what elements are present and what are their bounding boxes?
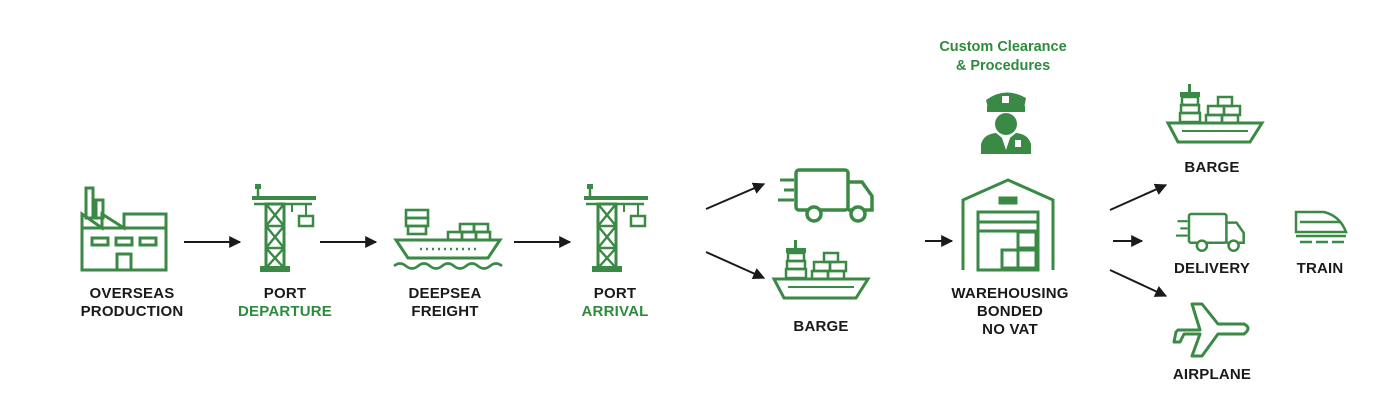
label-out-airplane: AIRPLANE xyxy=(1152,366,1272,384)
factory-icon xyxy=(80,186,168,272)
label-line: PORT xyxy=(263,285,307,302)
cargo-ship-icon xyxy=(393,208,503,270)
label-line: BARGE xyxy=(1184,159,1240,176)
arrow-warehouse-to-barge xyxy=(1109,183,1168,211)
label-line: DEEPSEA xyxy=(408,285,482,302)
label-line: PRODUCTION xyxy=(80,303,184,320)
label-line: & Procedures xyxy=(955,58,1051,74)
label-deepsea-freight: DEEPSEA FREIGHT xyxy=(385,285,505,321)
label-line: DELIVERY xyxy=(1173,260,1251,277)
label-line-accent: ARRIVAL xyxy=(581,303,649,320)
label-line: Custom Clearance xyxy=(939,39,1067,55)
label-warehousing: WAREHOUSING BONDED NO VAT xyxy=(930,285,1090,339)
label-line: BARGE xyxy=(793,318,849,335)
port-crane-icon xyxy=(250,182,318,274)
barge-icon xyxy=(1166,82,1264,144)
port-crane-icon xyxy=(582,182,650,274)
label-out-delivery: DELIVERY xyxy=(1152,260,1272,278)
label-line: PORT xyxy=(593,285,637,302)
label-out-train: TRAIN xyxy=(1280,260,1360,278)
label-line: NO VAT xyxy=(982,321,1038,338)
label-overseas-production: OVERSEAS PRODUCTION xyxy=(72,285,192,321)
warehouse-icon xyxy=(961,178,1055,272)
label-line: FREIGHT xyxy=(411,303,479,320)
label-line: WAREHOUSING xyxy=(951,285,1069,302)
label-out-barge: BARGE xyxy=(1152,159,1272,177)
label-port-arrival: PORT ARRIVAL xyxy=(555,285,675,321)
label-line-accent: DEPARTURE xyxy=(237,303,333,320)
label-port-departure: PORT DEPARTURE xyxy=(225,285,345,321)
arrow-arrival-to-truck xyxy=(705,182,766,210)
delivery-truck-icon xyxy=(776,168,874,223)
label-line: BONDED xyxy=(976,303,1044,320)
customs-officer-icon xyxy=(981,92,1031,154)
airplane-icon xyxy=(1172,302,1250,358)
train-icon xyxy=(1294,210,1348,244)
label-custom-clearance: Custom Clearance & Procedures xyxy=(918,38,1088,76)
label-barge: BARGE xyxy=(761,318,881,336)
arrow-warehouse-to-airplane xyxy=(1109,269,1168,297)
label-line: TRAIN xyxy=(1296,260,1344,277)
delivery-truck-icon xyxy=(1174,212,1245,252)
barge-icon xyxy=(772,238,870,300)
label-line: AIRPLANE xyxy=(1172,366,1252,383)
arrow-arrival-to-barge xyxy=(705,251,766,280)
label-line: OVERSEAS xyxy=(89,285,175,302)
